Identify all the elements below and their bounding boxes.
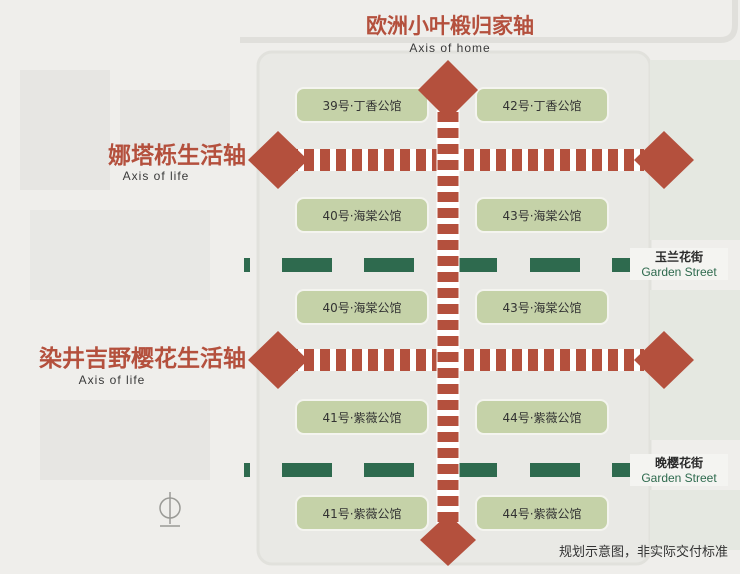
street-2-title: 晚樱花街 — [655, 455, 703, 470]
axis-arrow-left — [248, 331, 308, 389]
building-block — [295, 495, 429, 531]
building-block — [295, 87, 429, 123]
life-axis-1-subtitle: Axis of life — [123, 169, 190, 183]
disclaimer-text: 规划示意图，非实际交付标准 — [559, 544, 728, 560]
axis-arrow-left — [248, 131, 308, 189]
home-axis-subtitle: Axis of home — [409, 41, 490, 55]
street-label-1: 玉兰花街 Garden Street — [630, 248, 728, 280]
compass-icon — [159, 492, 181, 527]
building-label: 43号·海棠公馆 — [502, 208, 581, 223]
buildings: 39号·丁香公馆 42号·丁香公馆 40号·海棠公馆 43号·海棠公馆 40号·… — [295, 87, 609, 531]
building-label: 44号·紫薇公馆 — [502, 410, 581, 425]
axis-arrow-top — [418, 60, 478, 120]
home-axis-title: 欧洲小叶椴归家轴 — [366, 14, 534, 38]
building-block — [475, 197, 609, 233]
building-label: 43号·海棠公馆 — [502, 300, 581, 315]
life-axis-2 — [248, 331, 694, 389]
building-block — [475, 495, 609, 531]
axis-arrow-right — [634, 131, 694, 189]
building-label: 44号·紫薇公馆 — [502, 506, 581, 521]
building-label: 40号·海棠公馆 — [322, 300, 401, 315]
building-block — [295, 197, 429, 233]
building-block — [295, 289, 429, 325]
street-label-2: 晚樱花街 Garden Street — [630, 454, 728, 486]
building-label: 42号·丁香公馆 — [502, 98, 581, 113]
building-label: 39号·丁香公馆 — [322, 98, 401, 113]
street-1-subtitle: Garden Street — [641, 265, 717, 279]
garden-street-line-1 — [244, 258, 632, 272]
building-label: 41号·紫薇公馆 — [322, 410, 401, 425]
life-axis-1-title: 娜塔栎生活轴 — [108, 142, 246, 169]
building-block — [295, 399, 429, 435]
street-1-title: 玉兰花街 — [655, 249, 703, 264]
axis-arrow-bottom — [420, 514, 476, 566]
building-label: 40号·海棠公馆 — [322, 208, 401, 223]
building-block — [475, 289, 609, 325]
axis-arrow-right — [634, 331, 694, 389]
building-label: 41号·紫薇公馆 — [322, 506, 401, 521]
street-2-subtitle: Garden Street — [641, 471, 717, 485]
life-axis-2-title: 染井吉野樱花生活轴 — [39, 345, 246, 372]
home-axis — [418, 60, 478, 566]
building-block — [475, 399, 609, 435]
building-block — [475, 87, 609, 123]
life-axis-1 — [248, 131, 694, 189]
life-axis-2-subtitle: Axis of life — [79, 373, 146, 387]
